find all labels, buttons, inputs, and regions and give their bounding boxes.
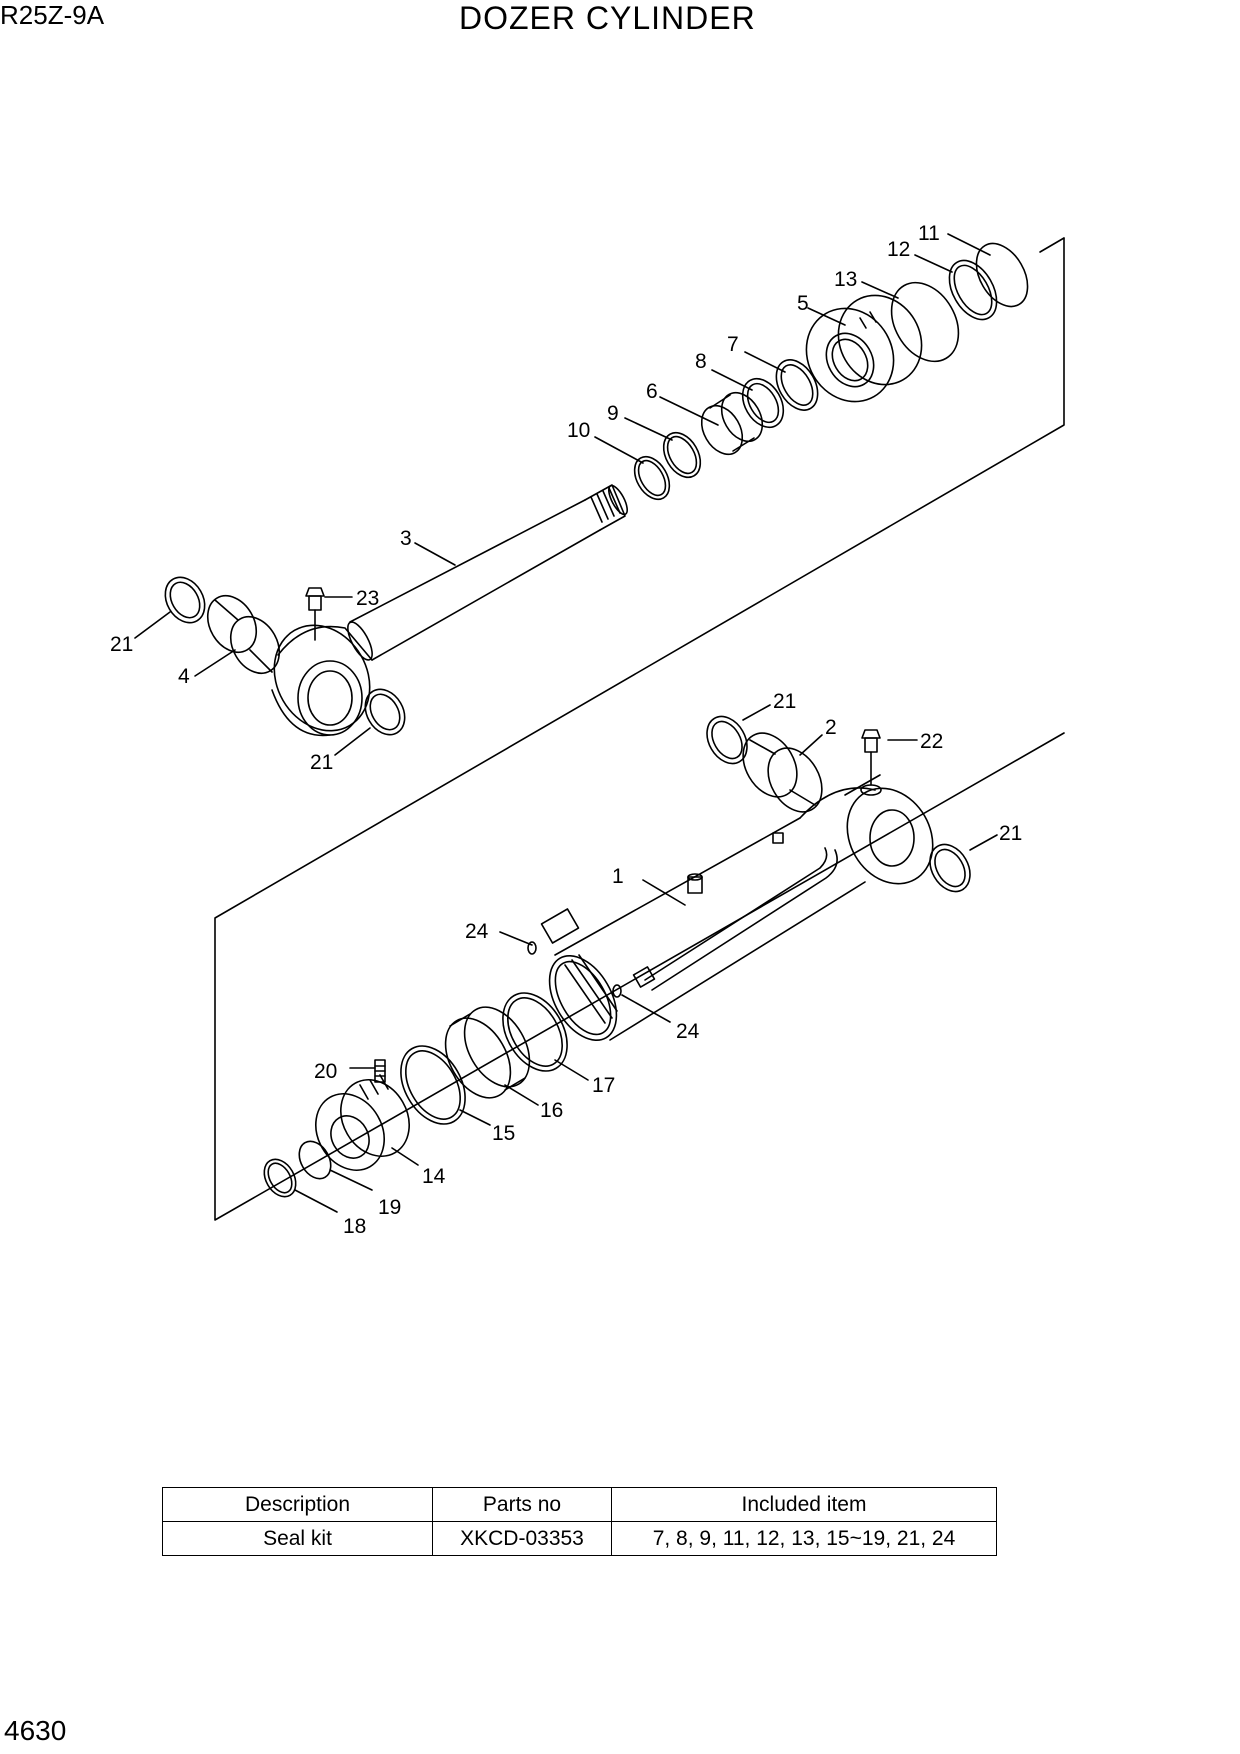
part-2-bush bbox=[742, 732, 823, 813]
part-19-o-ring bbox=[298, 1140, 332, 1180]
part-3-rod bbox=[347, 484, 628, 661]
part-21-wiper-rod-right bbox=[364, 688, 406, 736]
callout-17: 17 bbox=[592, 1074, 615, 1097]
callout-2: 2 bbox=[825, 716, 837, 739]
part-12-backup-ring bbox=[948, 259, 998, 321]
part-16-ring bbox=[444, 1006, 531, 1099]
model-code: R25Z-9A bbox=[0, 0, 105, 30]
callout-4: 4 bbox=[178, 665, 190, 688]
callout-15: 15 bbox=[492, 1122, 515, 1145]
part-14-piston bbox=[315, 1074, 410, 1171]
part-10-retaining-ring bbox=[633, 455, 671, 501]
leader-lines bbox=[134, 233, 998, 1213]
part-15-ring bbox=[400, 1045, 466, 1125]
callout-11: 11 bbox=[918, 222, 940, 245]
rod-eye bbox=[271, 624, 373, 737]
callout-14: 14 bbox=[422, 1165, 446, 1188]
part-13-o-ring bbox=[890, 281, 960, 363]
callout-23: 23 bbox=[356, 587, 379, 610]
col-included-item: Included item bbox=[611, 1487, 997, 1522]
col-parts-no: Parts no bbox=[432, 1487, 612, 1522]
rod-assembly bbox=[164, 242, 1029, 737]
tube-clevis bbox=[799, 774, 934, 885]
callout-21-tube-right: 21 bbox=[999, 822, 1022, 845]
part-18-backup-ring bbox=[263, 1158, 297, 1198]
callout-20: 20 bbox=[314, 1060, 337, 1083]
col-description: Description bbox=[162, 1487, 433, 1522]
callout-21-tube-left: 21 bbox=[773, 690, 796, 713]
callout-6: 6 bbox=[646, 380, 658, 403]
callout-18: 18 bbox=[343, 1215, 366, 1238]
part-21-wiper-tube-left bbox=[706, 715, 748, 765]
callout-3: 3 bbox=[400, 527, 412, 550]
callout-21-rod-left: 21 bbox=[110, 633, 133, 656]
part-11-o-ring bbox=[975, 242, 1029, 308]
callout-10: 10 bbox=[567, 419, 590, 442]
part-20-set-screw bbox=[374, 1059, 386, 1083]
callout-8: 8 bbox=[695, 350, 707, 373]
callout-1: 1 bbox=[612, 865, 624, 888]
part-23-grease-nipple bbox=[305, 587, 325, 641]
cell-included-item: 7, 8, 9, 11, 12, 13, 15~19, 21, 24 bbox=[611, 1521, 997, 1556]
callout-16: 16 bbox=[540, 1099, 563, 1122]
callout-22: 22 bbox=[920, 730, 943, 753]
page-title: DOZER CYLINDER bbox=[459, 0, 756, 36]
callout-19: 19 bbox=[378, 1196, 401, 1219]
tube-assembly bbox=[263, 715, 971, 1198]
callout-numbers: 1 2 3 4 5 6 7 8 9 10 11 12 13 14 15 16 1… bbox=[110, 222, 1022, 1238]
part-24-o-ring-lower bbox=[612, 984, 622, 998]
seal-kit-table: Description Parts no Included item Seal … bbox=[162, 1487, 997, 1556]
part-24-o-ring-upper bbox=[527, 941, 537, 955]
part-9-ring bbox=[662, 431, 702, 479]
page-number: 4630 bbox=[4, 1715, 67, 1746]
callout-9: 9 bbox=[607, 402, 619, 425]
part-8-seal bbox=[741, 377, 785, 429]
part-21-wiper-tube-right bbox=[929, 843, 971, 893]
callout-7: 7 bbox=[727, 333, 739, 356]
cell-description: Seal kit bbox=[162, 1521, 433, 1556]
callout-24-lower: 24 bbox=[676, 1020, 700, 1043]
part-21-wiper-rod-left bbox=[164, 576, 206, 624]
part-22-grease-nipple bbox=[860, 729, 882, 796]
table-header-row: Description Parts no Included item bbox=[162, 1487, 997, 1522]
assembly-frame bbox=[214, 237, 1065, 1221]
cell-parts-no: XKCD-03353 bbox=[432, 1521, 612, 1556]
part-6-bush bbox=[700, 391, 764, 456]
callout-13: 13 bbox=[834, 268, 857, 291]
part-17-ring bbox=[502, 992, 568, 1072]
part-4-bush bbox=[206, 594, 281, 675]
part-5-gland bbox=[805, 294, 923, 403]
part-1-tube bbox=[540, 817, 866, 1042]
callout-21-rod-right: 21 bbox=[310, 751, 333, 774]
callout-24-upper: 24 bbox=[465, 920, 489, 943]
callout-12: 12 bbox=[887, 238, 910, 261]
part-7-seal bbox=[775, 359, 819, 411]
callout-5: 5 bbox=[797, 292, 809, 315]
table-row: Seal kit XKCD-03353 7, 8, 9, 11, 12, 13,… bbox=[162, 1521, 997, 1556]
